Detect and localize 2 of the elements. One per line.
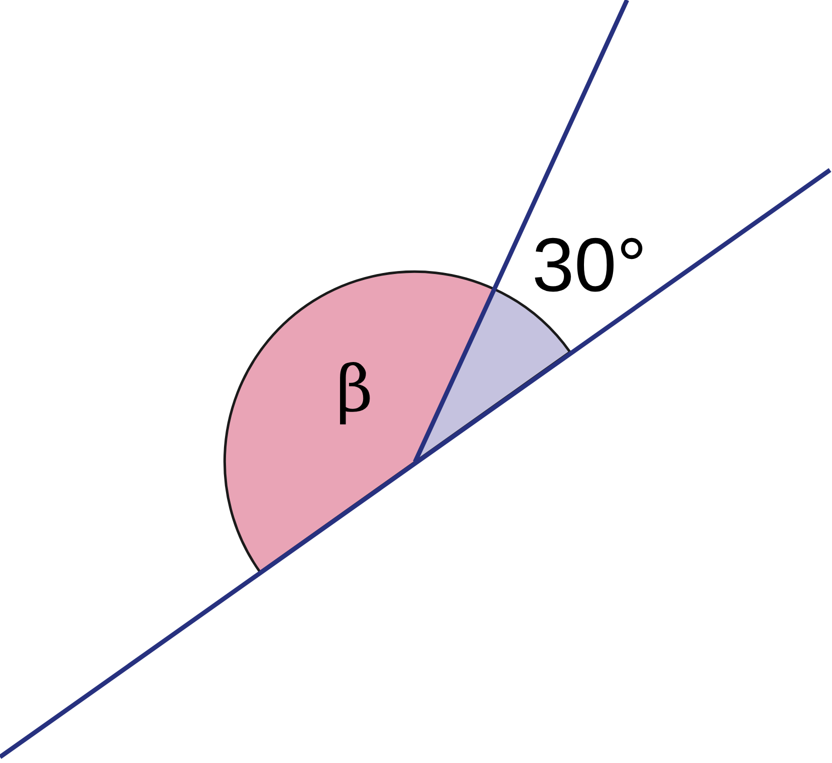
angle-label: 30° — [532, 228, 647, 304]
angle-label: β — [336, 358, 373, 422]
